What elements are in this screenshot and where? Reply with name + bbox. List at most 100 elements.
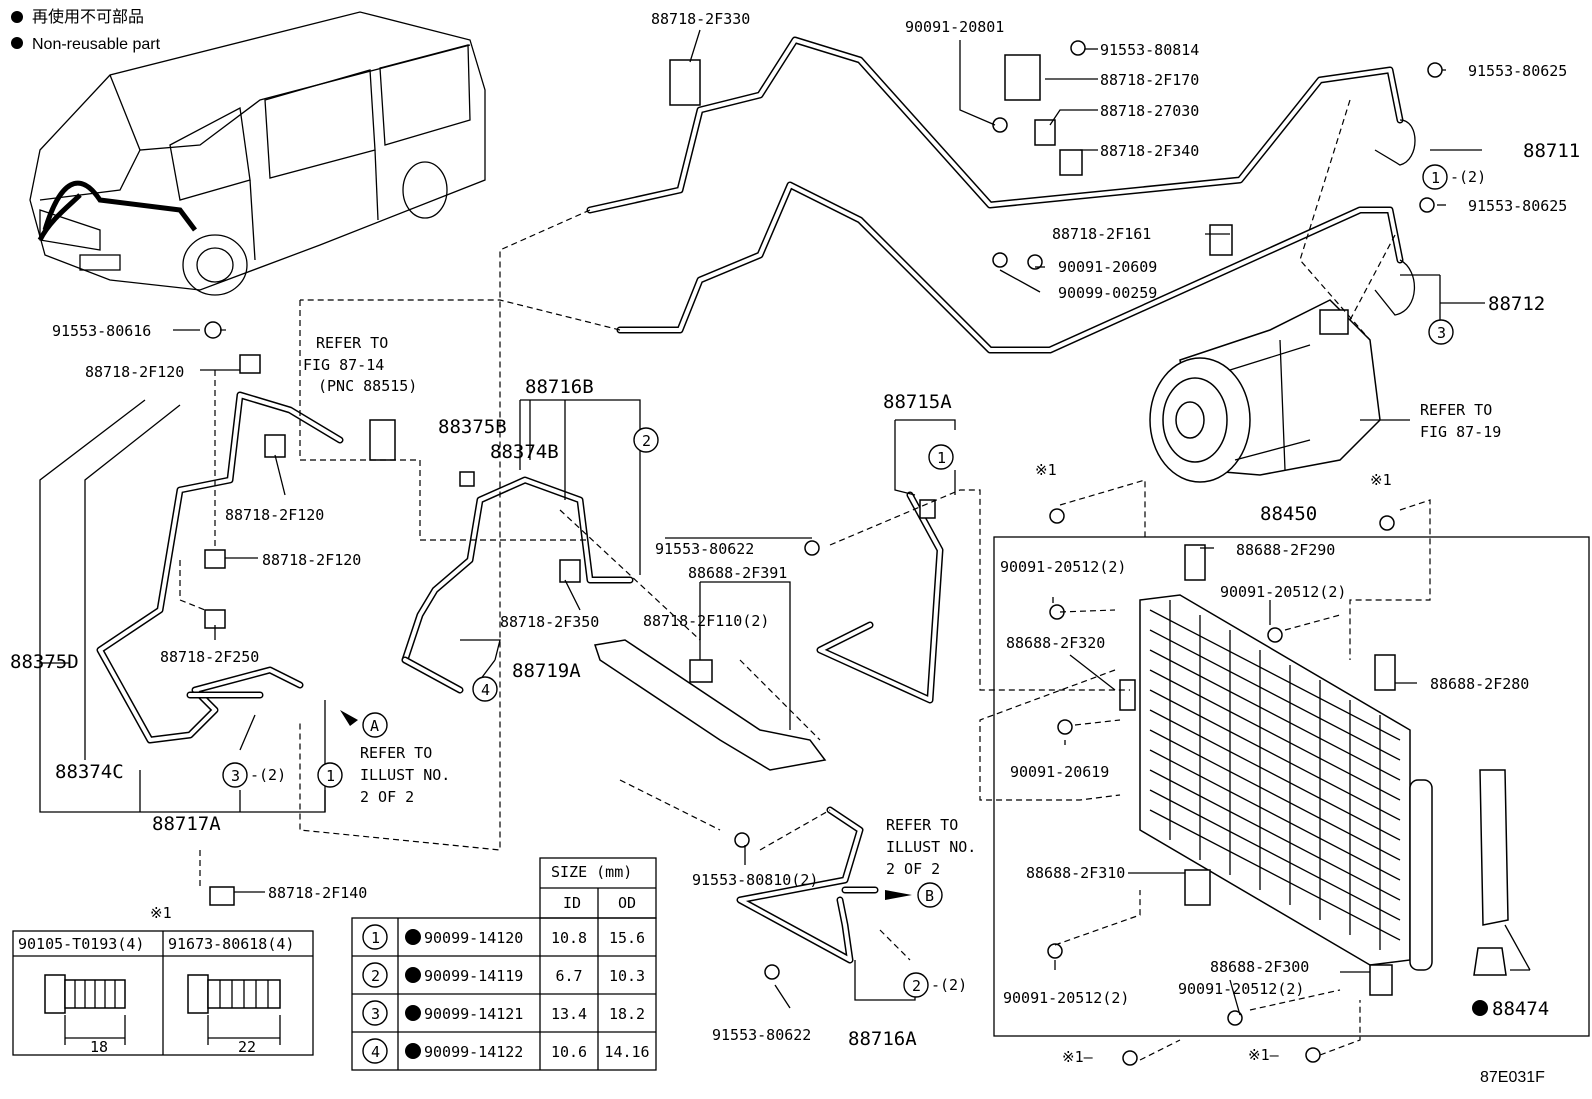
clamps: [204, 54, 1396, 996]
marker-a: [362, 712, 388, 738]
callout-1: [317, 762, 343, 788]
bolt-table: ※1 90105-T0193(4) 91673-80618(4) 18 22: [12, 904, 314, 1056]
pipe-88715A: [816, 491, 944, 704]
label-88715A: 88715A: [883, 391, 952, 413]
svg-text:1: 1: [1431, 169, 1440, 187]
size-row-id: 10.8: [551, 929, 587, 947]
middle-pipe-88716B: [401, 476, 634, 694]
non-reusable-dot-icon: [405, 929, 421, 945]
svg-text:B: B: [925, 887, 934, 905]
label-90091-20609: 90091-20609: [1058, 258, 1157, 276]
size-table-col-id: ID: [563, 894, 581, 912]
size-row-number: 1: [371, 929, 380, 947]
svg-text:2: 2: [642, 432, 651, 450]
size-row-part: 90099-14119: [424, 967, 523, 985]
refer-fig87-14-line1: REFER TO: [316, 334, 388, 352]
legend-jp: 再使用不可部品: [32, 8, 144, 26]
refer-illust-b-line2: ILLUST NO.: [886, 838, 976, 856]
bolt-dim-2: 22: [238, 1038, 256, 1056]
non-reusable-dot-icon: [405, 967, 421, 983]
svg-text:1: 1: [937, 449, 946, 467]
size-row-number: 4: [371, 1043, 380, 1061]
size-row-id: 13.4: [551, 1005, 587, 1023]
size-row-part: 90099-14120: [424, 929, 523, 947]
label-88688-2F391: 88688-2F391: [688, 564, 787, 582]
label-91553-80616: 91553-80616: [52, 322, 151, 340]
size-row-id: 10.6: [551, 1043, 587, 1061]
label-88718-2F110: 88718-2F110(2): [643, 612, 769, 630]
label-88716A: 88716A: [848, 1028, 917, 1050]
upper-pipe-88712: [616, 181, 1416, 354]
label-88711: 88711: [1523, 140, 1580, 162]
label-88718-2F330: 88718-2F330: [651, 10, 750, 28]
svg-text:A: A: [370, 717, 379, 735]
label-91553-80810: 91553-80810(2): [692, 871, 818, 889]
size-row-id: 6.7: [555, 967, 582, 985]
label-88718-2F170: 88718-2F170: [1100, 71, 1199, 89]
label-88688-2F320: 88688-2F320: [1006, 634, 1105, 652]
label-90091-20512: 90091-20512(2): [1178, 980, 1304, 998]
size-row-part: 90099-14121: [424, 1005, 523, 1023]
bolts: [204, 40, 1443, 1066]
refer-illust-a-line2: ILLUST NO.: [360, 766, 450, 784]
callout-3: [1428, 319, 1454, 345]
svg-text:4: 4: [481, 681, 490, 699]
non-reusable-dot-icon: [11, 11, 23, 23]
left-pipe-88717A: [96, 391, 344, 744]
note-mark: ※1—: [1062, 1048, 1094, 1066]
size-row-number: 2: [371, 967, 380, 985]
marker-b: [917, 882, 943, 908]
label-90091-20512: 90091-20512(2): [1220, 583, 1346, 601]
label-88688-2F280: 88688-2F280: [1430, 675, 1529, 693]
bolt-table-header-1: 90105-T0193(4): [18, 935, 144, 953]
label-88688-2F300: 88688-2F300: [1210, 958, 1309, 976]
bolt-table-header-2: 91673-80618(4): [168, 935, 294, 953]
label-88718-2F161: 88718-2F161: [1052, 225, 1151, 243]
callout-1: [928, 444, 954, 470]
size-row-od: 10.3: [609, 967, 645, 985]
refer-illust-a-line1: REFER TO: [360, 744, 432, 762]
upper-pipe-88711: [586, 36, 1416, 214]
label-90091-20801: 90091-20801: [905, 18, 1004, 36]
label-91553-80814: 91553-80814: [1100, 41, 1199, 59]
svg-text:1: 1: [326, 767, 335, 785]
size-row-number: 3: [371, 1005, 380, 1023]
compressor: [1149, 299, 1381, 483]
size-row-od: 14.16: [604, 1043, 649, 1061]
svg-text:-(2): -(2): [250, 766, 286, 784]
dashed-guides: [179, 99, 1431, 1061]
size-row-callout: [362, 924, 388, 950]
svg-text:3: 3: [1437, 324, 1446, 342]
bolt-icon: [187, 974, 281, 1045]
callout-2: [903, 972, 929, 998]
arrow-icon: [885, 890, 912, 900]
legend: 再使用不可部品 Non-reusable part: [11, 8, 161, 53]
non-reusable-dot-icon: [11, 37, 23, 49]
callouts: 1 -(2) 3 2 1 4 3 -(2) 1 2 -(2) A B: [222, 164, 1486, 998]
label-90091-20512: 90091-20512(2): [1003, 989, 1129, 1007]
label-88718-2F120: 88718-2F120: [262, 551, 361, 569]
refer-fig87-19-line1: REFER TO: [1420, 401, 1492, 419]
label-88718-2F140: 88718-2F140: [268, 884, 367, 902]
callout-4: [472, 676, 498, 702]
label-88718-2F120: 88718-2F120: [85, 363, 184, 381]
label-90091-20512: 90091-20512(2): [1000, 558, 1126, 576]
label-88474: 88474: [1492, 998, 1549, 1020]
callout-2: [633, 427, 659, 453]
label-88375D: 88375D: [10, 651, 79, 673]
note-mark: ※1—: [1248, 1046, 1280, 1064]
arrow-icon: [340, 710, 358, 726]
svg-text:2: 2: [912, 977, 921, 995]
pipe-88716A: [736, 806, 879, 964]
label-88716B: 88716B: [525, 376, 594, 398]
label-88718-2F340: 88718-2F340: [1100, 142, 1199, 160]
callout-3: [222, 762, 248, 788]
label-88374B: 88374B: [490, 441, 559, 463]
label-91553-80625: 91553-80625: [1468, 197, 1567, 215]
label-90099-00259: 90099-00259: [1058, 284, 1157, 302]
refer-illust-a-line3: 2 OF 2: [360, 788, 414, 806]
label-88718-2F250: 88718-2F250: [160, 648, 259, 666]
bolt-dim-1: 18: [90, 1038, 108, 1056]
